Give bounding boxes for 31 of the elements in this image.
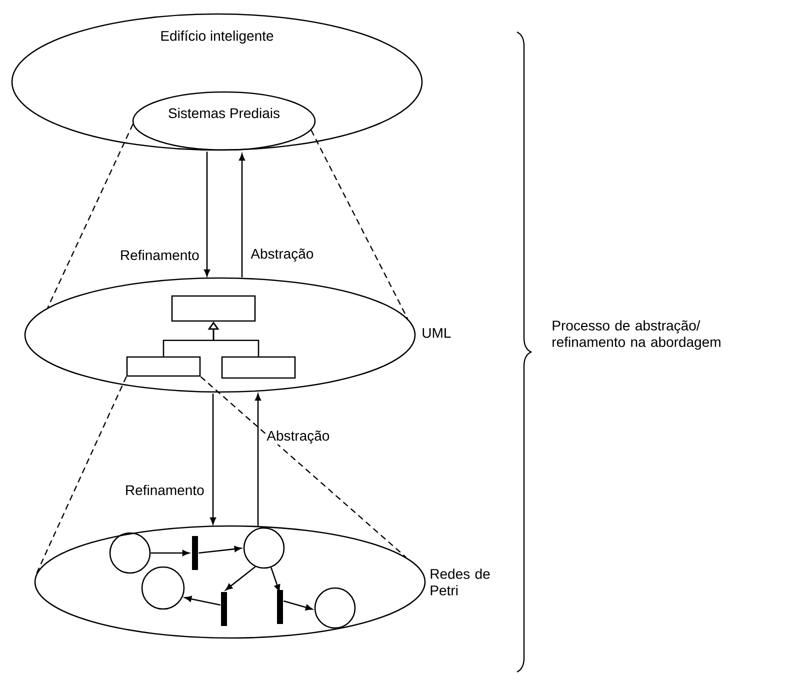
dashed-line	[200, 376, 406, 558]
arrow	[150, 550, 190, 556]
edge-label: Refinamento	[118, 248, 200, 262]
place-circle	[109, 532, 151, 574]
place-circle	[314, 587, 356, 629]
transition-bar	[192, 536, 198, 570]
edge-label: Abstração	[250, 247, 315, 263]
arrow	[270, 567, 280, 592]
transition-bar	[221, 592, 227, 626]
arrow	[210, 394, 216, 524]
place-circle	[141, 566, 185, 610]
arrow	[198, 546, 242, 554]
arrow	[204, 152, 210, 276]
arrow	[239, 154, 245, 278]
ellipse-region: Sistemas Prediais	[132, 91, 316, 151]
class-box	[126, 356, 201, 377]
arrow	[283, 600, 313, 610]
edge-label: Refinamento	[124, 484, 206, 496]
brace-label: Processo de abstração/ refinamento na abordagem	[552, 320, 720, 350]
class-box	[171, 295, 256, 322]
arrow	[184, 596, 220, 606]
edge-label: Abstração	[266, 429, 331, 445]
dashed-line	[47, 124, 134, 308]
ellipse-region: Redes de Petri	[34, 525, 490, 639]
arrow	[255, 394, 261, 526]
place-circle	[243, 527, 285, 569]
dashed-line	[35, 376, 127, 576]
ellipse-region: UML	[24, 277, 451, 393]
dashed-line	[310, 130, 408, 319]
arrow	[225, 566, 256, 590]
class-box	[221, 356, 296, 379]
